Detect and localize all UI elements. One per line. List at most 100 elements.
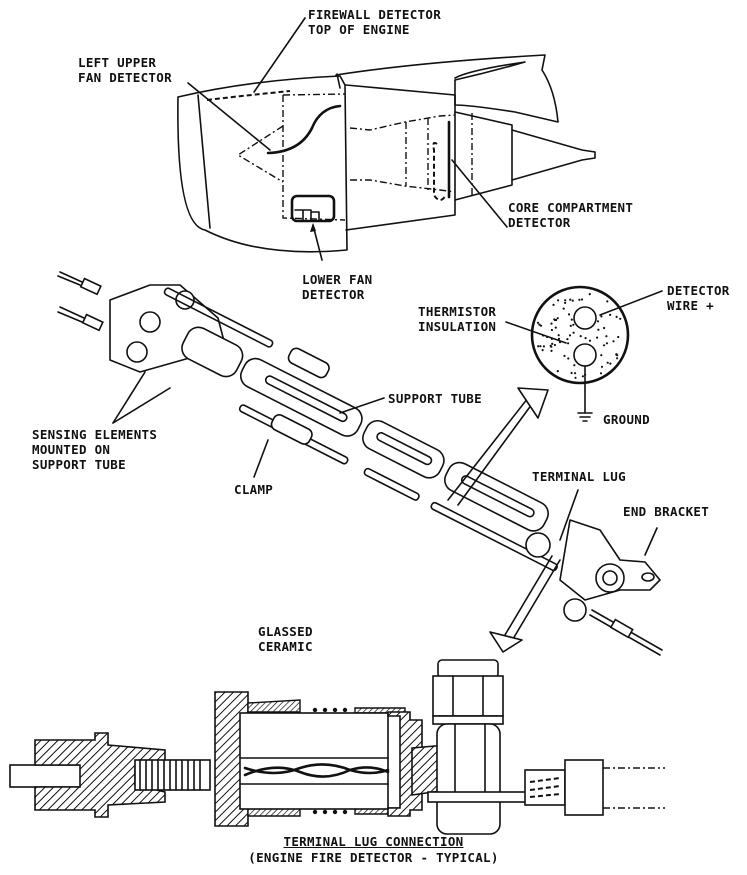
sensing-element-rod-upper bbox=[163, 287, 274, 348]
clamp-upper bbox=[287, 347, 330, 379]
core-internal bbox=[349, 114, 456, 131]
detector-assembly bbox=[57, 271, 663, 656]
ground-symbol-icon bbox=[577, 412, 593, 422]
inlet-lip bbox=[197, 94, 211, 229]
fan-case-dashed bbox=[282, 93, 346, 221]
spinner-dashed bbox=[236, 125, 284, 183]
left-wire-upper bbox=[57, 271, 83, 286]
stipple-dot bbox=[584, 337, 587, 340]
arrow-to-cross-section-head bbox=[517, 387, 549, 419]
output-cable-phantom bbox=[603, 767, 665, 809]
label-detector-wire: DETECTOR WIRE + bbox=[667, 283, 730, 313]
caption-subtitle: (ENGINE FIRE DETECTOR - TYPICAL) bbox=[248, 850, 499, 865]
stipple-dot bbox=[579, 335, 582, 338]
stipple-dot bbox=[603, 344, 606, 347]
terminal-nut-upper bbox=[525, 532, 551, 558]
stipple-dot bbox=[616, 357, 619, 360]
end-bracket-grommet-inner bbox=[602, 570, 618, 586]
stipple-dot bbox=[581, 375, 585, 378]
stipple-dot bbox=[541, 349, 544, 352]
stipple-dot bbox=[539, 345, 542, 348]
core-ring bbox=[405, 113, 473, 195]
caption-title: TERMINAL LUG CONNECTION bbox=[283, 834, 464, 849]
ground-conductor bbox=[573, 343, 597, 367]
stipple-dot bbox=[569, 324, 572, 327]
stipple-dot bbox=[603, 326, 606, 330]
label-thermistor-insulation: THERMISTOR INSULATION bbox=[418, 304, 497, 334]
arrow-to-cross-section bbox=[447, 397, 533, 506]
stipple-dot bbox=[562, 307, 565, 310]
stipple-dot bbox=[553, 343, 557, 347]
stipple-dot bbox=[619, 317, 622, 320]
stipple-dot bbox=[567, 342, 570, 345]
stud-body bbox=[436, 723, 501, 835]
leader-detector-wire bbox=[599, 290, 663, 316]
stipple-dot bbox=[615, 315, 618, 318]
connector-upper bbox=[79, 277, 102, 296]
washer bbox=[432, 715, 504, 725]
stipple-dot bbox=[615, 353, 618, 356]
support-tube-segment-2 bbox=[362, 419, 445, 479]
tube-slot-2 bbox=[376, 432, 433, 466]
stipple-dot bbox=[552, 303, 555, 306]
stipple-dot bbox=[588, 339, 592, 342]
lower-fan-detector-elements bbox=[294, 209, 320, 221]
stipple-dot bbox=[550, 349, 553, 352]
stipple-dot bbox=[600, 365, 604, 368]
stipple-dot bbox=[568, 334, 572, 337]
stipple-dot bbox=[557, 299, 560, 302]
detector-wire-twist-2 bbox=[243, 766, 390, 778]
lower-fan-detector-box bbox=[290, 194, 336, 223]
stipple-dot bbox=[572, 323, 575, 326]
left-upper-fan-detector-line bbox=[266, 104, 342, 155]
glassed-ceramic-beads bbox=[312, 707, 348, 815]
stipple-dot bbox=[557, 337, 561, 340]
leader-support-tube bbox=[339, 397, 385, 414]
end-bracket-grommet bbox=[595, 563, 625, 593]
stipple-dot bbox=[600, 315, 603, 318]
stipple-dot bbox=[553, 318, 556, 321]
leader-sensing-2 bbox=[112, 387, 171, 424]
ceramic-chamber bbox=[239, 712, 389, 810]
leader-left-upper bbox=[187, 82, 271, 151]
stipple-dot bbox=[569, 298, 572, 301]
stipple-dot bbox=[596, 336, 599, 339]
stipple-dot bbox=[551, 342, 554, 345]
cross-section-outline bbox=[530, 285, 630, 385]
stipple-dot bbox=[612, 340, 615, 343]
stipple-dot bbox=[557, 334, 560, 337]
arrow-to-lug-detail-head bbox=[489, 631, 523, 653]
ceramic-sleeve-top bbox=[247, 699, 301, 713]
crimp-barrel bbox=[564, 759, 604, 816]
stipple-dot bbox=[566, 338, 569, 341]
label-core-compartment-detector: CORE COMPARTMENT DETECTOR bbox=[508, 200, 634, 230]
arrow-to-lug-detail bbox=[501, 555, 561, 645]
stipple-dot bbox=[538, 323, 541, 326]
threaded-insert bbox=[134, 759, 211, 791]
core-cowl bbox=[454, 111, 513, 201]
label-glassed-ceramic: GLASSED CERAMIC bbox=[258, 624, 313, 654]
tube-slot-1 bbox=[264, 375, 348, 423]
label-ground: GROUND bbox=[603, 412, 650, 427]
core-internal-lower bbox=[350, 179, 456, 193]
leader-core bbox=[451, 159, 508, 228]
firewall-detector-line bbox=[206, 90, 291, 101]
pylon-strut bbox=[336, 73, 341, 89]
exhaust-cone bbox=[511, 129, 596, 181]
nacelle-outline bbox=[177, 75, 348, 253]
fan-cowl bbox=[345, 84, 456, 231]
stipple-dot bbox=[570, 371, 573, 375]
bracket-grommet-upper bbox=[139, 311, 161, 333]
stipple-dot bbox=[536, 321, 540, 324]
stipple-dot bbox=[564, 299, 567, 302]
stipple-dot bbox=[571, 299, 574, 302]
stipple-dot bbox=[550, 345, 553, 348]
stipple-dot bbox=[574, 372, 577, 375]
bracket-grommet-lower bbox=[126, 341, 148, 363]
leader-lower-fan-arrowhead bbox=[310, 223, 316, 232]
crimp-sleeve bbox=[524, 769, 566, 806]
stipple-dot bbox=[597, 328, 600, 331]
stipple-dot bbox=[596, 320, 600, 323]
left-wire-lower bbox=[57, 306, 85, 323]
